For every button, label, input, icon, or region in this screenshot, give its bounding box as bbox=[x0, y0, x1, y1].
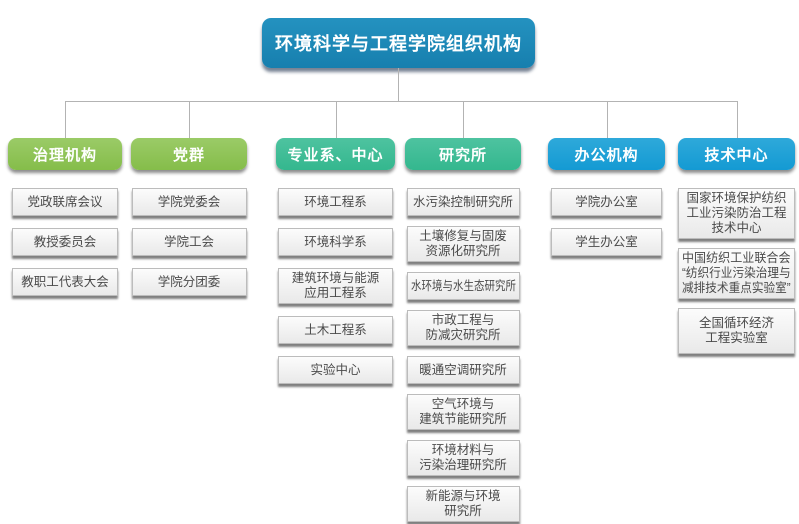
org-node: 中国纺织工业联合会“纺织行业污染治理与减排技术重点实验室” bbox=[678, 248, 795, 299]
org-node-line: 教授委员会 bbox=[33, 234, 97, 249]
org-node: 学生办公室 bbox=[551, 228, 662, 256]
connector-line bbox=[398, 68, 399, 101]
org-node: 教职工代表大会 bbox=[12, 268, 118, 296]
org-node: 建筑环境与能源应用工程系 bbox=[278, 268, 393, 304]
column-governance: 治理机构党政联席会议教授委员会教职工代表大会 bbox=[8, 138, 122, 296]
column-items-offices: 学院办公室学生办公室 bbox=[548, 188, 665, 256]
column-header-departments-centers: 专业系、中心 bbox=[276, 138, 395, 170]
org-node-line: 工业污染防治工程 bbox=[686, 206, 787, 220]
org-node-line: “纺织行业污染治理与 bbox=[682, 266, 791, 280]
org-node: 环境工程系 bbox=[278, 188, 393, 216]
org-node-line: 研究所 bbox=[444, 504, 482, 518]
column-technology-centers: 技术中心国家环境保护纺织工业污染防治工程技术中心中国纺织工业联合会“纺织行业污染… bbox=[678, 138, 795, 354]
org-node: 空气环境与建筑节能研究所 bbox=[406, 394, 520, 430]
column-header-technology-centers: 技术中心 bbox=[678, 138, 795, 170]
column-header-research-institutes: 研究所 bbox=[405, 138, 521, 170]
org-node-line: 环境科学系 bbox=[304, 234, 367, 249]
org-node-line: 技术中心 bbox=[711, 221, 762, 235]
org-node-line: 实验中心 bbox=[310, 362, 361, 377]
org-node-line: 学生办公室 bbox=[575, 234, 638, 249]
org-node-line: 防减灾研究所 bbox=[425, 328, 501, 342]
column-items-governance: 党政联席会议教授委员会教职工代表大会 bbox=[8, 188, 122, 296]
org-node: 学院办公室 bbox=[551, 188, 662, 216]
org-node: 暖通空调研究所 bbox=[406, 356, 520, 384]
column-items-party-groups: 学院党委会学院工会学院分团委 bbox=[131, 188, 247, 296]
org-node-line: 全国循环经济 bbox=[698, 316, 774, 330]
org-node: 水污染控制研究所 bbox=[406, 188, 520, 216]
org-node-line: 减排技术重点实验室” bbox=[682, 281, 791, 295]
connector-line bbox=[606, 101, 608, 138]
connector-line bbox=[463, 101, 464, 138]
org-node-line: 建筑环境与能源 bbox=[291, 271, 380, 285]
column-items-departments-centers: 环境工程系环境科学系建筑环境与能源应用工程系土木工程系实验中心 bbox=[276, 188, 395, 384]
connector-line bbox=[736, 101, 738, 138]
org-node: 教授委员会 bbox=[12, 228, 118, 256]
column-header-governance: 治理机构 bbox=[8, 138, 122, 170]
org-node: 市政工程与防减灾研究所 bbox=[406, 310, 520, 346]
org-node-line: 工程实验室 bbox=[705, 331, 768, 345]
connector-line bbox=[189, 101, 190, 138]
org-node: 党政联席会议 bbox=[12, 188, 118, 216]
org-node-line: 新能源与环境 bbox=[425, 489, 501, 503]
org-node: 实验中心 bbox=[278, 356, 393, 384]
org-node-line: 污染治理研究所 bbox=[419, 458, 507, 472]
org-node: 学院分团委 bbox=[131, 268, 247, 296]
org-node-line: 资源化研究所 bbox=[425, 244, 501, 258]
org-node: 环境科学系 bbox=[278, 228, 393, 256]
column-departments-centers: 专业系、中心环境工程系环境科学系建筑环境与能源应用工程系土木工程系实验中心 bbox=[276, 138, 395, 384]
org-node: 环境材料与污染治理研究所 bbox=[406, 440, 520, 476]
org-node: 学院党委会 bbox=[131, 188, 247, 216]
org-node-line: 市政工程与 bbox=[431, 313, 495, 327]
org-node-line: 土木工程系 bbox=[304, 322, 367, 337]
org-node-line: 学院办公室 bbox=[575, 194, 638, 209]
org-node: 国家环境保护纺织工业污染防治工程技术中心 bbox=[678, 188, 795, 239]
connector-line bbox=[335, 101, 337, 138]
org-node: 土壤修复与固废资源化研究所 bbox=[406, 226, 520, 262]
org-node-line: 学院党委会 bbox=[157, 194, 221, 209]
org-node-line: 土壤修复与固废 bbox=[419, 229, 507, 243]
connector-line bbox=[65, 101, 66, 138]
column-header-party-groups: 党群 bbox=[131, 138, 247, 170]
org-node-line: 环境工程系 bbox=[304, 194, 367, 209]
org-node-line: 水环境与水生态研究所 bbox=[410, 278, 516, 293]
column-offices: 办公机构学院办公室学生办公室 bbox=[548, 138, 665, 256]
column-items-technology-centers: 国家环境保护纺织工业污染防治工程技术中心中国纺织工业联合会“纺织行业污染治理与减… bbox=[678, 188, 795, 354]
column-party-groups: 党群学院党委会学院工会学院分团委 bbox=[131, 138, 247, 296]
org-node-line: 建筑节能研究所 bbox=[419, 412, 507, 426]
org-node-line: 环境材料与 bbox=[431, 443, 495, 457]
org-node-line: 学院工会 bbox=[163, 234, 214, 249]
org-node-line: 空气环境与 bbox=[431, 397, 495, 411]
org-node: 新能源与环境研究所 bbox=[406, 486, 520, 522]
column-items-research-institutes: 水污染控制研究所土壤修复与固废资源化研究所水环境与水生态研究所市政工程与防减灾研… bbox=[405, 188, 521, 522]
org-node-line: 暖通空调研究所 bbox=[419, 362, 507, 377]
org-node-line: 党政联席会议 bbox=[27, 194, 103, 209]
org-node-line: 应用工程系 bbox=[304, 286, 367, 300]
column-research-institutes: 研究所水污染控制研究所土壤修复与固废资源化研究所水环境与水生态研究所市政工程与防… bbox=[405, 138, 521, 522]
column-header-offices: 办公机构 bbox=[548, 138, 665, 170]
connector-line bbox=[65, 101, 737, 102]
org-node-line: 水污染控制研究所 bbox=[412, 194, 513, 209]
org-chart-title: 环境科学与工程学院组织机构 bbox=[262, 18, 535, 68]
org-node: 水环境与水生态研究所 bbox=[406, 272, 520, 300]
org-node: 学院工会 bbox=[131, 228, 247, 256]
org-node-line: 学院分团委 bbox=[157, 274, 221, 289]
org-node-line: 教职工代表大会 bbox=[21, 274, 109, 289]
org-node-line: 国家环境保护纺织 bbox=[686, 191, 787, 205]
org-node: 全国循环经济工程实验室 bbox=[678, 308, 795, 354]
org-node-line: 中国纺织工业联合会 bbox=[682, 251, 791, 265]
org-node: 土木工程系 bbox=[278, 316, 393, 344]
